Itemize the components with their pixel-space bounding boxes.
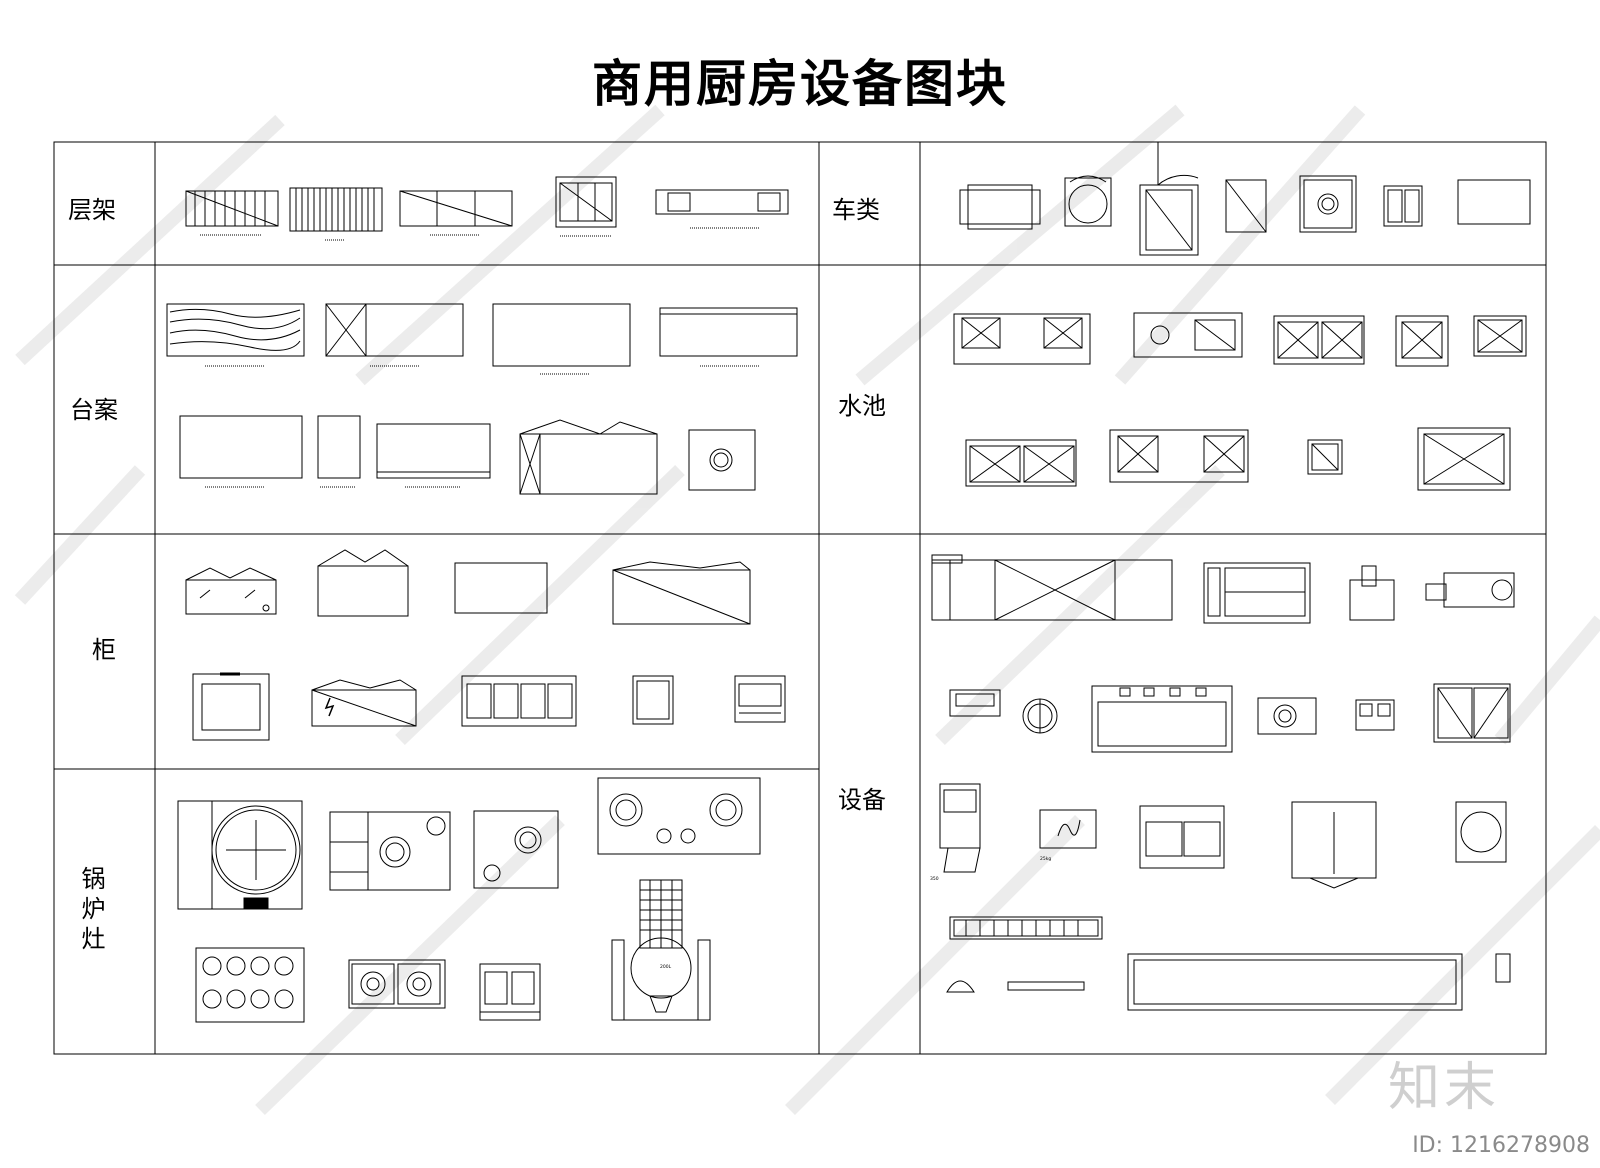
cart-blocks [959, 142, 1531, 256]
cabinet-block-oven [192, 672, 270, 741]
sink-block-small [1473, 315, 1527, 357]
equipment-block-icemaker [1257, 697, 1317, 735]
table-blocks [166, 303, 798, 495]
category-label-cart: 车类 [832, 196, 880, 224]
cabinet-block-knife [734, 675, 786, 723]
category-label-table: 台案 [70, 396, 118, 424]
category-label-stove: 锅炉灶 [77, 866, 105, 956]
shelf-block-frame [555, 176, 617, 237]
stove-block-fryer [479, 963, 541, 1021]
sink-block-mop [1307, 439, 1343, 475]
table-block-sink-top [688, 429, 756, 491]
equipment-block-bar [1007, 981, 1085, 991]
equipment-block-conveyor [939, 783, 981, 873]
equipment-block-slicer [1425, 572, 1515, 608]
equipment-block-box [1355, 699, 1395, 731]
table-block-long [376, 423, 491, 488]
fryer-capacity-label: 25kg [1040, 856, 1051, 862]
category-label-equipment: 设备 [838, 786, 886, 814]
cabinet-block-elec [311, 679, 417, 727]
sink-block-single [1395, 315, 1449, 367]
table-block-corner [519, 419, 658, 495]
brand-watermark: 知末 [1387, 1058, 1500, 1118]
sink-block-drain [1133, 312, 1243, 358]
table-block-wood [166, 303, 305, 367]
stove-block-steam [329, 811, 451, 891]
sink-block-double [1273, 315, 1365, 365]
stove-block-double [597, 777, 761, 855]
sink-block-double-deep [965, 439, 1077, 487]
cabinet-block-glass [185, 567, 277, 615]
equipment-block-warmer [949, 689, 1001, 717]
equipment-block-cabinet-3 [1139, 805, 1225, 869]
category-label-cabinet: 柜 [92, 636, 116, 664]
cabinet-block-triple [612, 561, 751, 625]
cart-block-bin [1299, 175, 1357, 233]
sink-blocks [953, 312, 1527, 491]
equipment-block-fan [1022, 698, 1058, 734]
equipment-block-steamer [1203, 562, 1311, 624]
cabinet-block-lowboy [317, 549, 409, 617]
shelf-blocks [185, 176, 789, 241]
asset-id-label: ID: 1216278908 [1412, 1133, 1590, 1158]
cart-block-trolley [1457, 179, 1531, 225]
equipment-block-drum [1455, 801, 1507, 863]
stove-blocks [177, 777, 761, 1023]
cabinet-block-drawers [461, 675, 577, 727]
cabinet-blocks [185, 549, 786, 741]
cart-block-round [1064, 175, 1112, 227]
equipment-block-mixer [1349, 565, 1395, 621]
sink-block-big [1417, 427, 1511, 491]
equipment-block-dishwasher [931, 554, 1173, 621]
stove-block-wok [177, 800, 303, 910]
equipment-block-fridge [1433, 683, 1511, 743]
equipment-block-fryer [1039, 809, 1097, 849]
tank-capacity-label: 200L [660, 964, 672, 970]
shelf-block-slat [289, 187, 383, 241]
table-block-small [317, 415, 361, 488]
cart-block-split [1383, 185, 1423, 227]
equipment-block-worktable [1091, 685, 1233, 753]
stove-block-burners [195, 947, 305, 1023]
sink-block-long [1109, 429, 1249, 483]
stove-block-tank [611, 879, 711, 1021]
line-size-label: 350 [930, 876, 939, 882]
equipment-block-half [946, 980, 975, 993]
table-block-single [325, 303, 464, 367]
category-label-shelf: 层架 [68, 196, 116, 224]
watermark-pattern [14, 104, 1600, 1116]
sink-block-double-apart [953, 313, 1091, 365]
shelf-block-wire [185, 190, 279, 236]
page-title: 商用厨房设备图块 [592, 55, 1008, 113]
shelf-block-three [399, 190, 513, 236]
equipment-block-hood [1127, 953, 1463, 1011]
shelf-block-wall [655, 189, 789, 229]
category-grid [53, 141, 1547, 1055]
stove-block-twin [348, 959, 446, 1009]
equipment-block-side [1495, 953, 1511, 983]
table-block-plain [492, 303, 631, 375]
equipment-blocks [931, 554, 1515, 1011]
cart-block-square [1225, 179, 1267, 233]
cart-block-flat [959, 184, 1041, 230]
cabinet-block-single [632, 675, 674, 725]
stove-block-single [473, 810, 559, 889]
category-label-sink: 水池 [838, 392, 886, 420]
equipment-block-fridge-2 [1291, 801, 1377, 889]
equipment-block-grate [949, 916, 1103, 940]
cart-block-door [1139, 142, 1199, 256]
cabinet-block-wall [454, 562, 548, 614]
table-block-splash [659, 307, 798, 367]
table-block-large [179, 415, 303, 488]
